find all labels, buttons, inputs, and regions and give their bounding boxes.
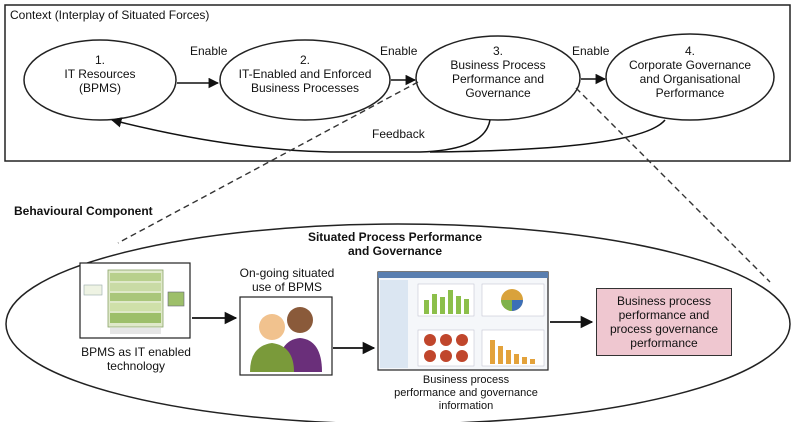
situated-ellipse bbox=[5, 223, 791, 422]
node-3-number: 3. bbox=[492, 44, 503, 58]
bpms-thumbnail bbox=[79, 262, 191, 339]
result-box: Business process performance and process… bbox=[596, 288, 732, 356]
node-1-label: 1. IT Resources (BPMS) bbox=[38, 53, 162, 95]
enable-label-2: Enable bbox=[380, 44, 418, 58]
feedback-label: Feedback bbox=[372, 127, 425, 141]
node-1-text: IT Resources (BPMS) bbox=[64, 67, 136, 95]
node-4-text: Corporate Governance and Organisational … bbox=[628, 58, 752, 100]
situated-title: Situated Process Performance and Governa… bbox=[307, 230, 483, 258]
zoom-line-left bbox=[117, 81, 419, 244]
bpms-caption: BPMS as IT enabled technology bbox=[81, 345, 191, 373]
result-box-text: Business process performance and process… bbox=[609, 294, 719, 350]
node-4-label: 4. Corporate Governance and Organisation… bbox=[618, 44, 762, 100]
enable-label-3: Enable bbox=[572, 44, 610, 58]
dashboard-caption: Business process performance and governa… bbox=[394, 374, 538, 412]
behavioural-title: Behavioural Component bbox=[14, 204, 153, 218]
feedback-arrow bbox=[110, 117, 491, 153]
context-frame bbox=[4, 4, 791, 162]
node-2-ellipse bbox=[219, 39, 391, 121]
node-1-number: 1. bbox=[94, 53, 105, 67]
node-4-number: 4. bbox=[684, 44, 695, 58]
node-3-label: 3. Business Process Performance and Gove… bbox=[430, 44, 566, 100]
node-3-text: Business Process Performance and Governa… bbox=[450, 58, 546, 100]
context-title: Context (Interplay of Situated Forces) bbox=[10, 8, 210, 22]
feedback-line-right bbox=[429, 119, 666, 153]
enable-label-1: Enable bbox=[190, 44, 228, 58]
node-2-text: IT-Enabled and Enforced Business Process… bbox=[238, 67, 372, 95]
node-2-label: 2. IT-Enabled and Enforced Business Proc… bbox=[230, 53, 380, 95]
node-1-ellipse bbox=[23, 39, 177, 121]
dashboard-thumbnail bbox=[377, 271, 549, 371]
node-2-number: 2. bbox=[299, 53, 310, 67]
ongoing-label: On-going situated use of BPMS bbox=[239, 266, 335, 294]
zoom-line-right bbox=[575, 87, 771, 283]
users-icon bbox=[239, 296, 333, 376]
